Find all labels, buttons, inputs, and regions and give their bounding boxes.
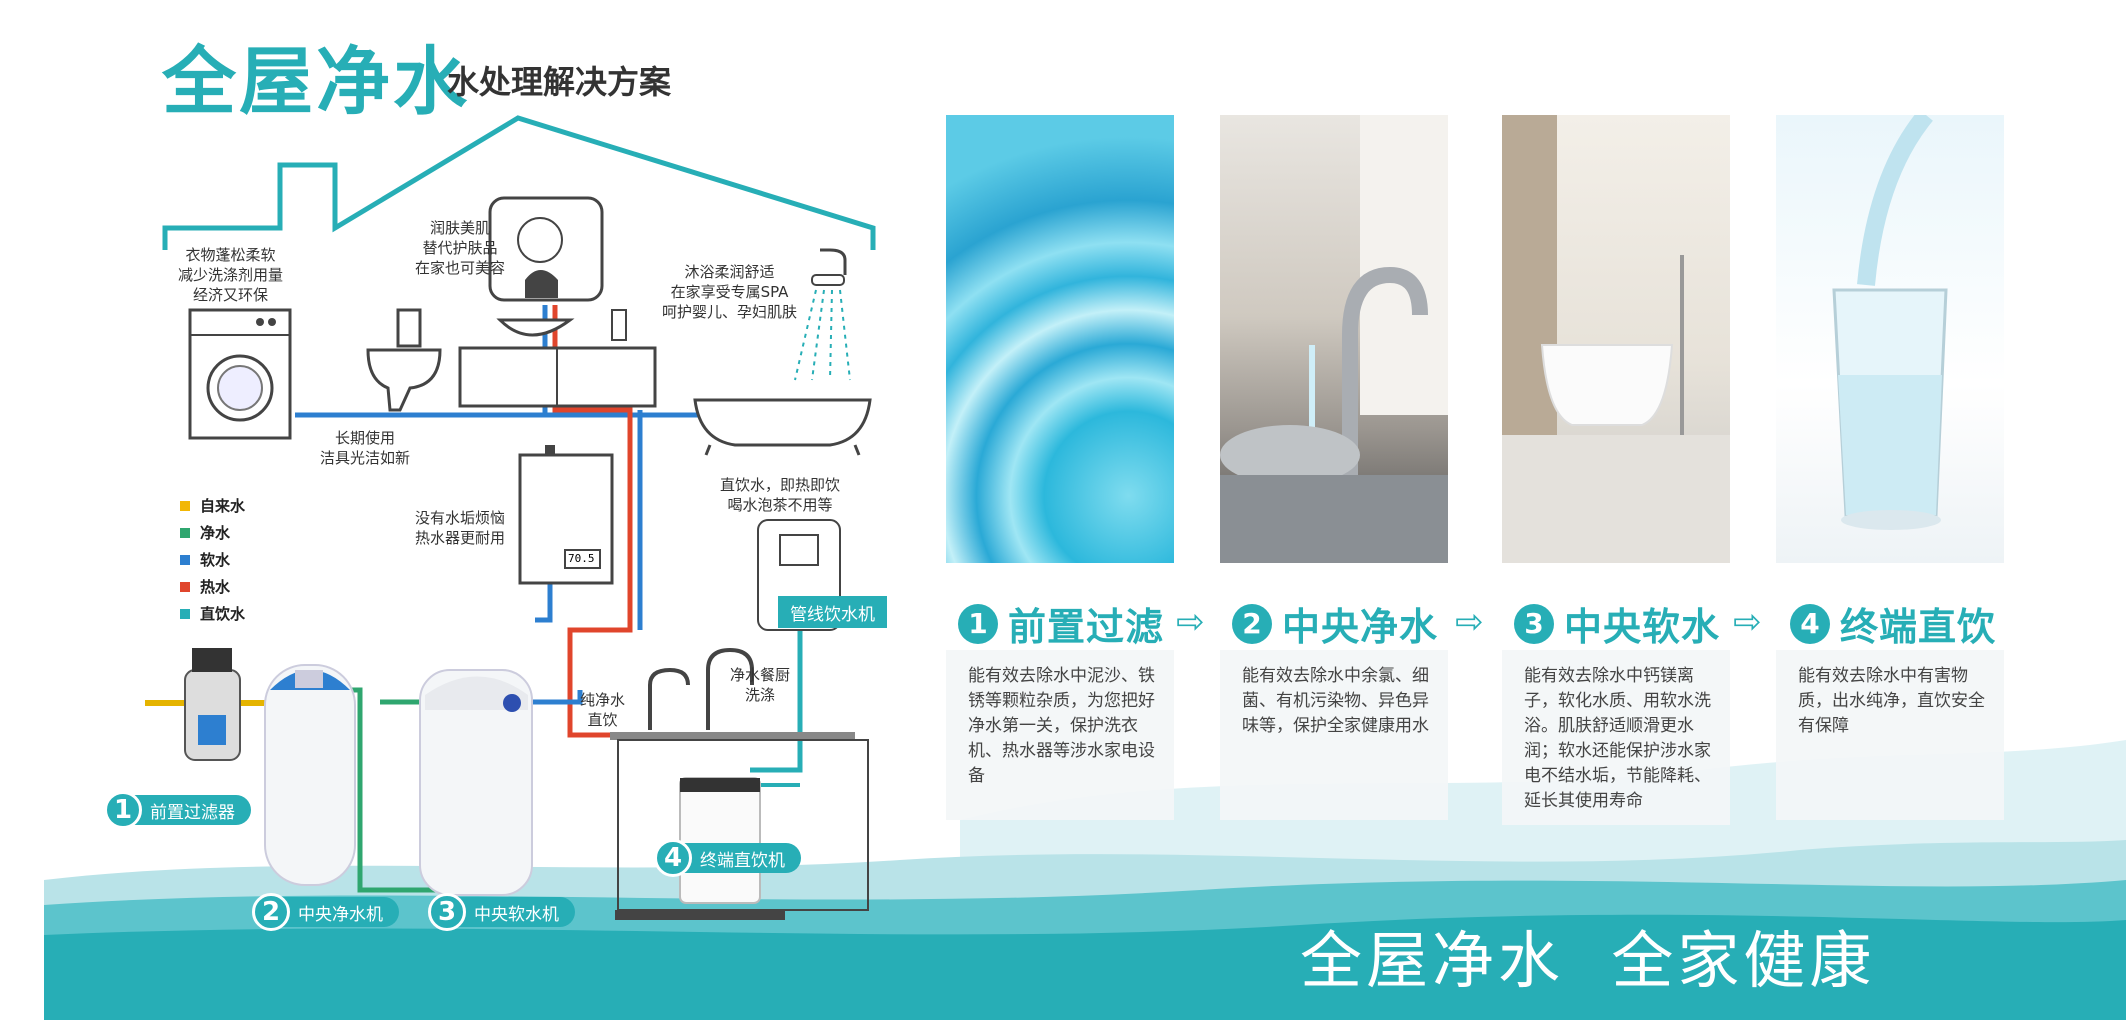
step-number: 1	[958, 603, 998, 644]
bath-note: 沐浴柔润舒适 在家享受专属SPA 呵护婴儿、孕妇肌肤	[662, 262, 797, 322]
legend-item: 直饮水	[180, 600, 245, 627]
step-title-text: 中央软水	[1564, 605, 1721, 649]
drinking-note-line: 直饮水，即热即饮	[720, 476, 841, 494]
tap-clean-note-line: 洗涤	[745, 686, 776, 704]
legend-label: 直饮水	[200, 605, 246, 623]
water-ripple-photo	[946, 115, 1174, 563]
fixtures-note-line: 洁具光洁如新	[320, 449, 411, 467]
tap-pure-note-line: 直饮	[587, 711, 618, 729]
arrow-right-icon: ⇨	[1733, 602, 1762, 642]
step-title-text: 中央净水	[1282, 605, 1439, 649]
bath-note-line: 呵护婴儿、孕妇肌肤	[662, 303, 798, 321]
step-number: 2	[1232, 603, 1272, 644]
tap-pure-note: 纯净水 直饮	[580, 690, 625, 730]
legend-swatch	[180, 554, 190, 565]
step-number: 3	[1514, 603, 1554, 644]
step-description: 能有效去除水中泥沙、铁锈等颗粒杂质，为您把好净水第一关，保护洗衣机、热水器等涉水…	[968, 666, 1155, 786]
legend-swatch	[180, 608, 190, 619]
laundry-note-line: 减少洗涤剂用量	[178, 266, 284, 284]
page-title: 全屋净水	[162, 39, 470, 125]
step-desc-box-3: 能有效去除水中钙镁离子，软化水质、用软水洗浴。肌肤舒适顺滑更水润；软水还能保护涉…	[1502, 650, 1730, 825]
slogan: 全屋净水 全家健康	[1300, 924, 1876, 997]
kitchen-faucet-illustration	[1220, 115, 1448, 563]
central-purifier-text: 中央净水机	[298, 904, 383, 925]
heater-note-line: 热水器更耐用	[415, 529, 506, 547]
skin-note-line: 替代护肤品	[422, 239, 498, 257]
legend-swatch	[180, 500, 190, 511]
prefilter-number: 1	[104, 791, 142, 829]
step-description: 能有效去除水中余氯、细菌、有机污染物、异色异味等，保护全家健康用水	[1242, 666, 1429, 736]
prefilter-label: 1 前置过滤器	[104, 791, 251, 829]
step-desc-box-4: 能有效去除水中有害物质，出水纯净，直饮安全有保障	[1776, 650, 2004, 820]
fixtures-note-line: 长期使用	[335, 429, 396, 447]
legend: 自来水 净水 软水 热水 直饮水	[180, 492, 245, 627]
bath-note-line: 在家享受专属SPA	[670, 283, 789, 301]
legend-label: 自来水	[200, 497, 246, 515]
heater-note-line: 没有水垢烦恼	[415, 509, 506, 527]
step-desc-box-2: 能有效去除水中余氯、细菌、有机污染物、异色异味等，保护全家健康用水	[1220, 650, 1448, 820]
tap-clean-note-line: 净水餐厨	[730, 666, 791, 684]
step-title-text: 终端直饮	[1840, 605, 1997, 649]
terminal-drinker-text: 终端直饮机	[700, 850, 785, 871]
step-desc-box-1: 能有效去除水中泥沙、铁锈等颗粒杂质，为您把好净水第一关，保护洗衣机、热水器等涉水…	[946, 650, 1174, 820]
step-description: 能有效去除水中钙镁离子，软化水质、用软水洗浴。肌肤舒适顺滑更水润；软水还能保护涉…	[1524, 666, 1711, 811]
laundry-note: 衣物蓬松柔软 减少洗涤剂用量 经济又环保	[178, 245, 283, 305]
terminal-drinker-label: 4 终端直饮机	[654, 839, 801, 877]
drinking-note: 直饮水，即热即饮 喝水泡茶不用等	[720, 475, 840, 515]
legend-item: 净水	[180, 519, 245, 546]
central-softener-label: 3 中央软水机	[428, 893, 575, 931]
laundry-note-line: 衣物蓬松柔软	[185, 246, 276, 264]
heater-note: 没有水垢烦恼 热水器更耐用	[415, 508, 505, 548]
legend-label: 软水	[200, 551, 231, 569]
legend-item: 热水	[180, 573, 245, 600]
central-softener-text: 中央软水机	[474, 904, 559, 925]
skin-note-line: 在家也可美容	[415, 259, 506, 277]
arrow-right-icon: ⇨	[1176, 602, 1205, 642]
central-purifier-number: 2	[252, 893, 290, 931]
legend-swatch	[180, 581, 190, 592]
house-diagram	[145, 115, 876, 920]
bath-note-line: 沐浴柔润舒适	[684, 263, 775, 281]
tap-pure-note-line: 纯净水	[580, 691, 626, 709]
water-glass-illustration	[1832, 115, 1948, 530]
legend-swatch	[180, 527, 190, 538]
step-description: 能有效去除水中有害物质，出水纯净，直饮安全有保障	[1798, 666, 1985, 736]
drinking-note-line: 喝水泡茶不用等	[727, 496, 833, 514]
central-purifier-label: 2 中央净水机	[252, 893, 399, 931]
pipeline-drinker-label: 管线饮水机	[778, 596, 887, 628]
kitchen-faucet-photo	[1220, 115, 1448, 563]
laundry-note-line: 经济又环保	[193, 286, 269, 304]
legend-label: 净水	[200, 524, 231, 542]
heater-display: 70.5	[568, 552, 595, 565]
legend-label: 热水	[200, 578, 231, 596]
water-glass-photo	[1776, 115, 2004, 563]
bathroom-tub-illustration	[1502, 115, 1730, 563]
fixtures-note: 长期使用 洁具光洁如新	[320, 428, 410, 468]
prefilter-text: 前置过滤器	[150, 802, 235, 823]
central-softener-number: 3	[428, 893, 466, 931]
skin-note-line: 润肤美肌	[430, 219, 491, 237]
bathroom-tub-photo	[1502, 115, 1730, 563]
terminal-drinker-number: 4	[654, 839, 692, 877]
page-subtitle: 水处理解决方案	[447, 63, 672, 101]
step-title-text: 前置过滤	[1008, 605, 1165, 649]
skin-note: 润肤美肌 替代护肤品 在家也可美容	[415, 218, 505, 278]
step-number: 4	[1790, 603, 1830, 644]
tap-clean-note: 净水餐厨 洗涤	[730, 665, 790, 705]
legend-item: 软水	[180, 546, 245, 573]
arrow-right-icon: ⇨	[1455, 602, 1484, 642]
legend-item: 自来水	[180, 492, 245, 519]
